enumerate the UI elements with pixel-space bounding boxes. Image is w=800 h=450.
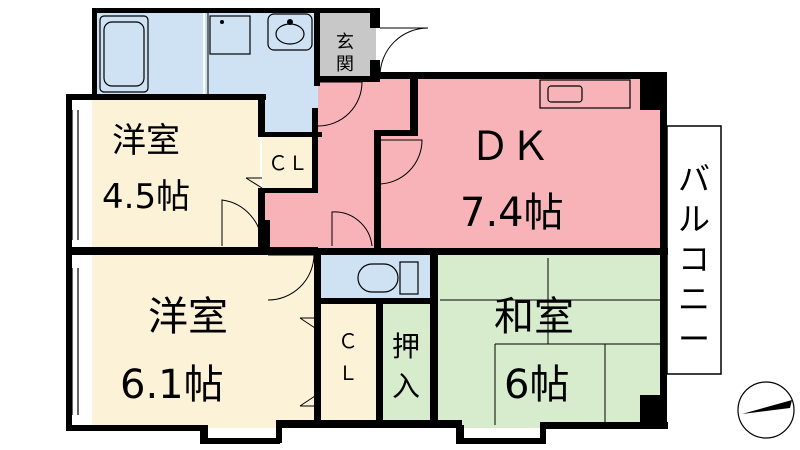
balcony-fill	[667, 126, 721, 374]
closet-small-fill	[262, 135, 318, 190]
room-size: 4.5帖	[102, 177, 190, 217]
north-arrow-icon	[737, 381, 795, 439]
kitchen-sink	[539, 79, 631, 109]
genkan-label: 玄関	[336, 32, 354, 75]
toilet	[357, 261, 419, 295]
room-name: ＤＫ	[470, 124, 550, 170]
closet-label-vertical: ＣＬ	[338, 329, 358, 385]
room-size: 6帖	[504, 362, 569, 408]
yoshitsu-small-fill	[92, 97, 260, 247]
room-name: 和室	[494, 294, 574, 340]
balcony-outline	[666, 125, 722, 375]
washing-machine	[209, 15, 251, 55]
windows	[71, 110, 667, 441]
closet-large-fill	[320, 302, 380, 420]
yoshitsu-large-fill	[92, 253, 320, 428]
washitsu-fill	[436, 254, 665, 428]
room-dk: ＤＫ 7.4帖	[460, 124, 564, 236]
tatami-lines	[440, 258, 662, 425]
room-name: 洋室	[112, 121, 180, 161]
bathtub	[99, 15, 149, 93]
room-size: 6.1帖	[120, 362, 224, 408]
room-yoshitsu-small: 洋室 4.5帖	[102, 121, 190, 217]
room-washitsu: 和室 6帖	[494, 294, 574, 408]
room-yoshitsu-large: 洋室 6.1帖	[120, 294, 228, 408]
balcony-label: バルコニー	[678, 160, 710, 358]
room-size: 7.4帖	[460, 190, 564, 236]
washbasin	[267, 13, 313, 51]
dk-fill	[380, 78, 665, 254]
oshiire-fill	[382, 302, 436, 420]
genkan-fill	[320, 12, 376, 82]
door-swings	[221, 27, 429, 407]
walls	[66, 8, 668, 444]
room-name: 洋室	[148, 294, 228, 340]
closet-label: ＣＬ	[268, 151, 308, 175]
oshiire-label: 押入	[392, 330, 420, 403]
